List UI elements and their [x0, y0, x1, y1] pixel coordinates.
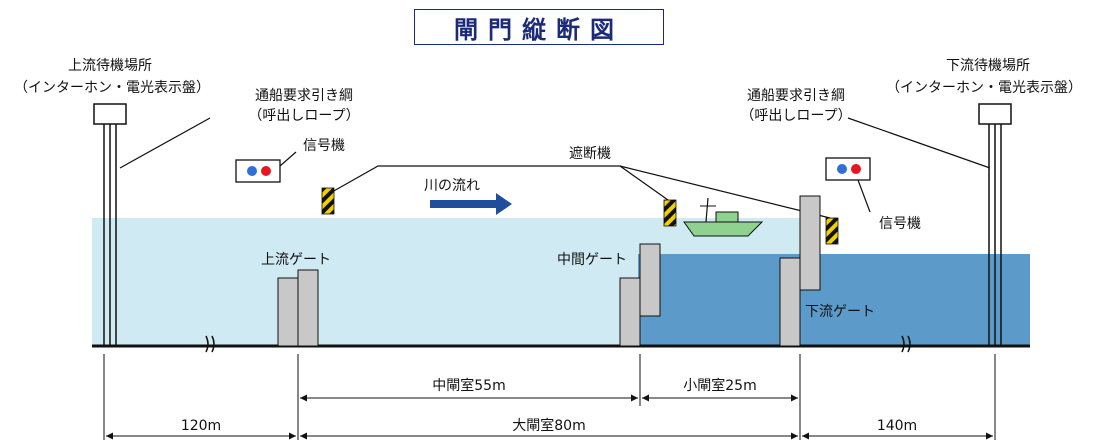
upstream-waiting-post	[93, 103, 127, 346]
title-box: 閘門縦断図	[414, 9, 664, 45]
downstream-waiting-sublabel: （インターホン・電光表示盤）	[886, 80, 1082, 96]
barrier-leader-line-right	[619, 165, 831, 219]
boat-icon	[683, 197, 764, 237]
signal-right-blue-lamp	[837, 164, 847, 174]
rope-left-sublabel: （呼出しロープ）	[248, 108, 359, 124]
left-length-label: 120m	[181, 418, 221, 434]
upstream-waiting-sublabel: （インターホン・電光表示盤）	[14, 80, 210, 96]
small-chamber-length-label: 小閘室25m	[683, 377, 756, 394]
middle-gate-label: 中間ゲート	[557, 252, 627, 268]
downstream-water	[638, 254, 1030, 346]
signal-right-red-lamp	[851, 164, 861, 174]
signal-right	[825, 157, 871, 181]
upstream-waiting-label: 上流待機場所	[68, 58, 152, 74]
rope-left-label: 通船要求引き綱	[255, 88, 353, 104]
diagram-title: 閘門縦断図	[454, 15, 624, 44]
rope-leader-right	[847, 117, 991, 169]
signal-right-leader	[857, 179, 871, 213]
barrier-label: 遮断機	[569, 146, 611, 162]
rope-right-sublabel: （呼出しロープ）	[740, 108, 851, 124]
dimension-extension-lines	[103, 354, 996, 440]
upstream-gate-label: 上流ゲート	[261, 252, 331, 268]
rope-right-label: 通船要求引き綱	[747, 88, 845, 104]
large-chamber-length-label: 大閘室80m	[512, 417, 585, 434]
downstream-gate	[779, 195, 821, 347]
signal-left-leader	[279, 151, 297, 167]
signal-right-label: 信号機	[879, 216, 921, 232]
barrier-leader-line	[331, 165, 669, 201]
signal-left-red-lamp	[261, 166, 271, 176]
signal-left	[235, 159, 281, 183]
flow-arrow-icon	[430, 193, 512, 215]
signal-left-blue-lamp	[247, 166, 257, 176]
downstream-waiting-label: 下流待機場所	[946, 58, 1030, 74]
rope-leader-left	[119, 117, 211, 169]
barrier-downstream	[825, 217, 839, 245]
middle-chamber-length-label: 中閘室55m	[432, 377, 505, 394]
upstream-gate	[277, 269, 319, 347]
signal-left-label: 信号機	[303, 138, 345, 154]
downstream-gate-label: 下流ゲート	[805, 304, 875, 320]
break-mark-left	[205, 335, 215, 353]
break-mark-right	[901, 335, 911, 353]
barrier-upstream	[321, 187, 335, 215]
upstream-water-lower	[92, 254, 638, 346]
downstream-waiting-post	[978, 103, 1012, 346]
flow-label: 川の流れ	[424, 178, 480, 194]
right-length-label: 140m	[877, 418, 917, 434]
barrier-middle	[663, 199, 677, 227]
middle-gate	[619, 243, 661, 347]
